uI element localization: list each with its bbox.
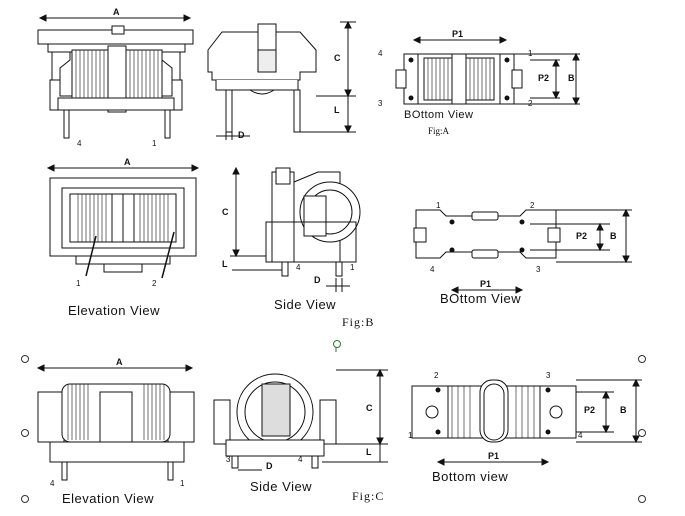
pin-label: 1	[152, 139, 157, 148]
pin-label: 1	[180, 479, 185, 488]
dim-a: A	[116, 357, 123, 367]
dim-b: B	[620, 405, 627, 415]
pin-label: 4	[77, 139, 82, 148]
side-view-label: Side View	[274, 297, 337, 312]
figure-caption: Fig:C	[352, 489, 385, 503]
dim-c: C	[366, 403, 373, 413]
pin-label: 2	[530, 201, 535, 210]
dim-l: L	[222, 259, 228, 269]
fig-b-bottom-view	[413, 208, 632, 294]
pin-label: 2	[434, 371, 439, 380]
resize-handle-right[interactable]	[638, 429, 646, 437]
resize-handle-left[interactable]	[21, 429, 29, 437]
dim-p2: P2	[538, 73, 550, 83]
pin-label: 3	[546, 371, 551, 380]
dim-c: C	[222, 207, 229, 217]
rotate-handle[interactable]	[333, 340, 341, 348]
figure-caption: Fig:B	[342, 315, 375, 329]
pin-label: 4	[430, 265, 435, 274]
resize-handle-top-right[interactable]	[638, 355, 646, 363]
fig-b-elevation-view	[46, 164, 200, 279]
bottom-view-label: BOttom View	[440, 291, 522, 306]
pin-label: 4	[296, 263, 301, 272]
fig-c-elevation-view	[36, 364, 195, 481]
dim-p1: P1	[452, 29, 464, 39]
dim-d: D	[266, 461, 273, 471]
pin-label: 3	[536, 265, 541, 274]
pin-label: 4	[578, 431, 583, 440]
fig-a-bottom-view	[395, 36, 580, 106]
resize-handle-bottom-right[interactable]	[638, 495, 646, 503]
dim-d: D	[238, 130, 245, 140]
dim-c: C	[334, 53, 341, 63]
dim-b: B	[610, 231, 617, 241]
side-view-label: Side View	[250, 479, 313, 494]
fig-a-front-view	[37, 14, 194, 139]
pin-label: 4	[50, 479, 55, 488]
dim-p2: P2	[584, 405, 596, 415]
pin-label: 4	[378, 49, 383, 58]
pin-label: 1	[528, 49, 533, 58]
resize-handle-top-left[interactable]	[21, 355, 29, 363]
pin-label: 1	[76, 279, 81, 288]
bottom-view-label: Bottom view	[432, 469, 509, 484]
elevation-view-label: Elevation View	[62, 491, 155, 506]
dim-p2: P2	[576, 231, 588, 241]
bottom-view-label: BOttom View	[404, 109, 474, 121]
pin-label: 1	[436, 201, 441, 210]
dim-a: A	[124, 157, 131, 167]
pin-label: 2	[152, 279, 157, 288]
dim-a: A	[113, 7, 120, 17]
pin-label: 3	[378, 99, 383, 108]
figure-caption: Fig:A	[428, 126, 450, 136]
pin-label: 1	[350, 263, 355, 272]
dim-d: D	[314, 275, 321, 285]
fig-c-side-view	[213, 368, 388, 471]
pin-label: 2	[528, 99, 533, 108]
elevation-view-label: Elevation View	[68, 303, 161, 318]
dim-p1: P1	[480, 279, 492, 289]
dim-p1: P1	[488, 451, 500, 461]
fig-b-side-view	[230, 166, 361, 292]
pin-label: 3	[226, 455, 231, 464]
pin-label: 4	[298, 455, 303, 464]
dim-b: B	[568, 73, 575, 83]
resize-handle-bottom-left[interactable]	[21, 495, 29, 503]
fig-c-bottom-view	[411, 378, 642, 466]
dim-l: L	[334, 105, 340, 115]
fig-a-side-view	[207, 20, 356, 140]
dim-l: L	[366, 447, 372, 457]
pin-label: 1	[408, 431, 413, 440]
